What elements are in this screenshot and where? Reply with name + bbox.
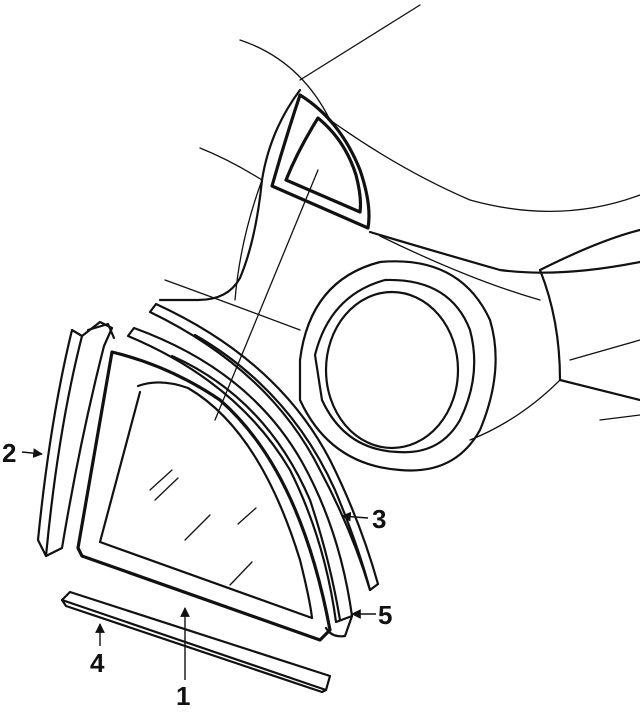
callout-4: 4	[90, 623, 105, 678]
part-1-quarter-glass	[76, 350, 332, 642]
callout-3: 3	[341, 504, 386, 534]
wheel-arch	[298, 260, 497, 472]
part-3-weatherstrip	[148, 302, 380, 592]
part-4-molding	[60, 590, 332, 694]
installation-leader-line	[214, 169, 319, 421]
callout-label-3: 3	[372, 504, 386, 534]
callout-label-1: 1	[176, 681, 190, 711]
callout-5: 5	[351, 600, 392, 630]
callout-label-2: 2	[2, 438, 16, 468]
wheel	[324, 290, 460, 450]
body-window-opening	[270, 93, 371, 230]
callout-label-4: 4	[90, 648, 105, 678]
callout-2: 2	[2, 438, 43, 468]
callout-1: 1	[176, 607, 190, 711]
callout-label-5: 5	[378, 600, 392, 630]
car-body	[158, 4, 640, 441]
part-2-weatherstrip	[36, 320, 116, 558]
